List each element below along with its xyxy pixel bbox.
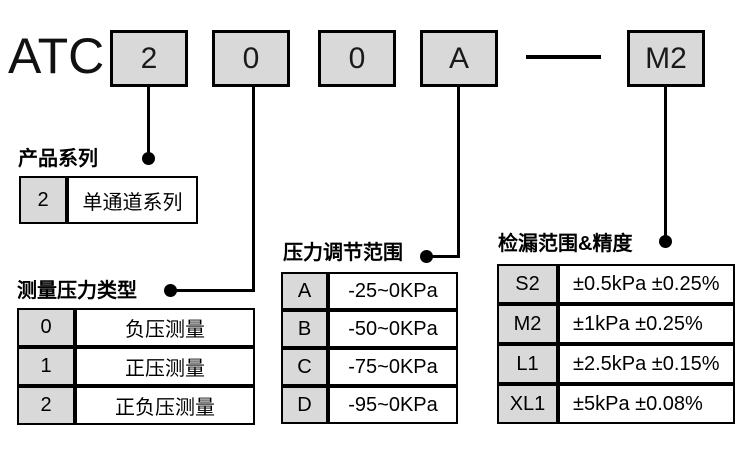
connector-line-pressure-type [252, 87, 255, 292]
table-row: A -25~0KPa [281, 272, 458, 310]
desc-cell: ±2.5kPa ±0.15% [558, 344, 735, 384]
product-series-table: 2 单通道系列 [19, 176, 198, 224]
desc-cell: -95~0KPa [328, 386, 458, 424]
pressure-type-label: 测量压力类型 [17, 280, 137, 302]
desc-cell: 单通道系列 [67, 176, 198, 224]
connector-line-range-h [427, 255, 460, 258]
desc-cell: 正负压测量 [75, 386, 255, 425]
table-row: XL1 ±5kPa ±0.08% [497, 384, 735, 424]
table-row: L1 ±2.5kPa ±0.15% [497, 344, 735, 384]
desc-cell: ±5kPa ±0.08% [558, 384, 735, 424]
code-cell: D [281, 386, 328, 424]
pressure-range-label: 压力调节范围 [283, 242, 403, 264]
code-cell: 1 [17, 347, 75, 386]
brand-text: ATC [8, 28, 105, 84]
connector-line-series [147, 87, 150, 153]
pressure-range-table: A -25~0KPa B -50~0KPa C -75~0KPa D -95~0… [281, 272, 458, 424]
code-cell: L1 [497, 344, 558, 384]
code-box-range: A [420, 30, 498, 87]
code-cell: C [281, 348, 328, 386]
code-box-accuracy: M2 [627, 30, 705, 87]
table-row: D -95~0KPa [281, 386, 458, 424]
code-cell: XL1 [497, 384, 558, 424]
code-cell: 0 [17, 308, 75, 347]
leak-accuracy-table: S2 ±0.5kPa ±0.25% M2 ±1kPa ±0.25% L1 ±2.… [497, 264, 735, 424]
desc-cell: -75~0KPa [328, 348, 458, 386]
code-box-pressure-type: 0 [212, 30, 290, 87]
desc-cell: -25~0KPa [328, 272, 458, 310]
table-row: 2 正负压测量 [17, 386, 255, 425]
dash-separator [526, 55, 601, 59]
table-row: S2 ±0.5kPa ±0.25% [497, 264, 735, 304]
code-cell: S2 [497, 264, 558, 304]
desc-cell: ±0.5kPa ±0.25% [558, 264, 735, 304]
connector-line-range [457, 87, 460, 258]
table-row: C -75~0KPa [281, 348, 458, 386]
connector-dot-range [420, 250, 433, 263]
table-row: 0 负压测量 [17, 308, 255, 347]
code-cell: B [281, 310, 328, 348]
connector-line-accuracy [664, 87, 667, 236]
table-row: 2 单通道系列 [19, 176, 198, 224]
code-cell: M2 [497, 304, 558, 344]
desc-cell: ±1kPa ±0.25% [558, 304, 735, 344]
code-cell: 2 [17, 386, 75, 425]
connector-dot-accuracy [659, 235, 672, 248]
pressure-type-table: 0 负压测量 1 正压测量 2 正负压测量 [17, 308, 255, 425]
table-row: 1 正压测量 [17, 347, 255, 386]
connector-dot-pressure-type [164, 284, 177, 297]
table-row: B -50~0KPa [281, 310, 458, 348]
code-box-reserved: 0 [318, 30, 396, 87]
code-cell: A [281, 272, 328, 310]
desc-cell: 正压测量 [75, 347, 255, 386]
connector-line-pressure-type-h [171, 289, 255, 292]
desc-cell: 负压测量 [75, 308, 255, 347]
table-row: M2 ±1kPa ±0.25% [497, 304, 735, 344]
desc-cell: -50~0KPa [328, 310, 458, 348]
product-series-label: 产品系列 [18, 148, 98, 170]
leak-accuracy-label: 检漏范围&精度 [498, 233, 633, 255]
connector-dot-series [142, 152, 155, 165]
code-box-series: 2 [110, 30, 188, 87]
code-cell: 2 [19, 176, 67, 224]
